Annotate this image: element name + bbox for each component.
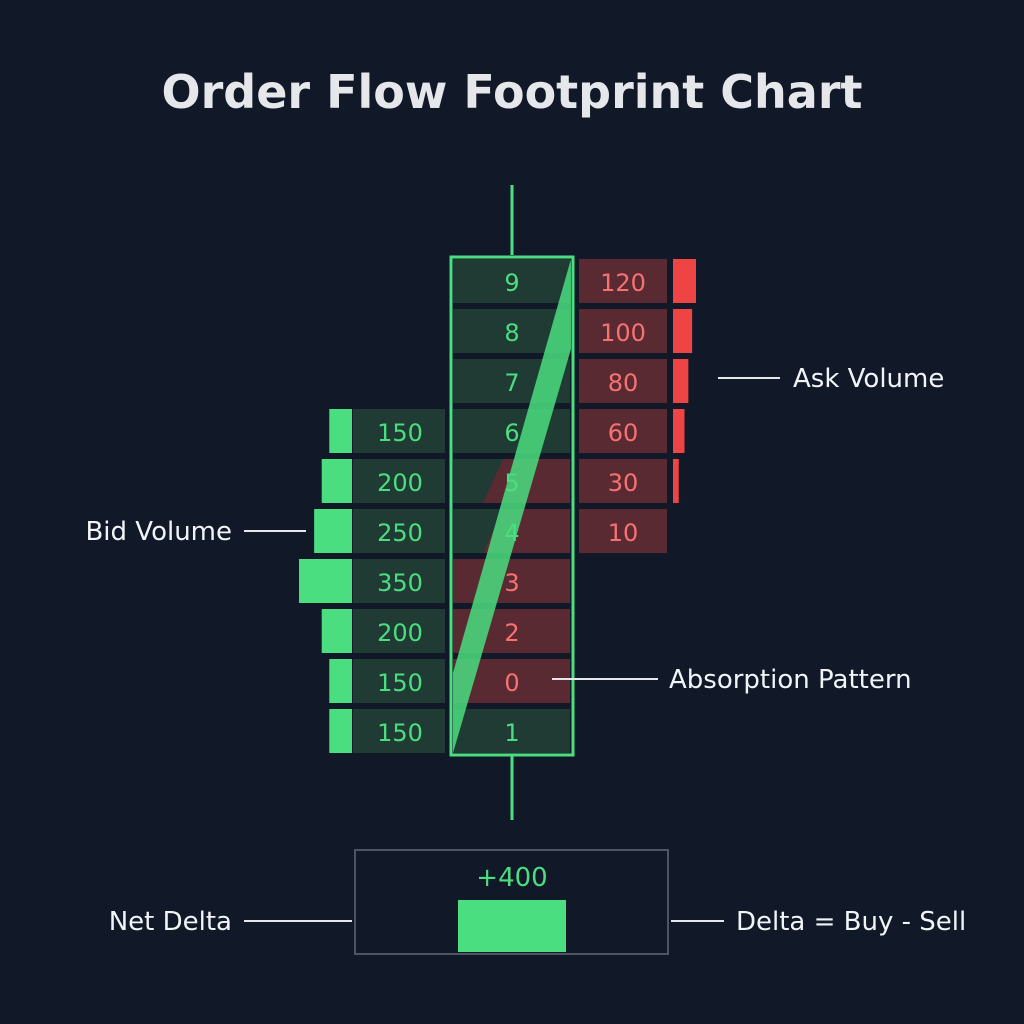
bid-volume-label: Bid Volume <box>85 517 232 547</box>
ask-volume-bar <box>673 309 693 353</box>
bid-volume-value: 150 <box>377 669 423 697</box>
bid-volume-value: 200 <box>377 469 423 497</box>
center-price-label: 1 <box>504 719 519 747</box>
ask-volume-bar <box>673 359 689 403</box>
bid-volume-value: 250 <box>377 519 423 547</box>
ask-volume-value: 60 <box>608 419 639 447</box>
bid-cell <box>353 709 445 753</box>
net-delta-label: Net Delta <box>109 907 232 937</box>
bid-volume-value: 150 <box>377 419 423 447</box>
net-delta-section: Net Delta +400 Delta = Buy - Sell <box>109 849 966 955</box>
ask-volume-value: 100 <box>600 319 646 347</box>
center-price-label: 2 <box>504 619 519 647</box>
bid-volume-value: 200 <box>377 619 423 647</box>
bid-cell <box>353 659 445 703</box>
ask-volume-annotation: Ask Volume <box>718 364 944 394</box>
chart-title: Order Flow Footprint Chart <box>161 65 862 119</box>
bid-cell <box>353 609 445 653</box>
bid-cell <box>353 509 445 553</box>
candle-body-outline <box>449 255 575 757</box>
bid-volume-bar <box>321 459 352 503</box>
ask-volume-bar <box>673 409 685 453</box>
center-price-label: 3 <box>504 569 519 597</box>
net-delta-bar <box>458 900 566 952</box>
delta-formula-label: Delta = Buy - Sell <box>736 907 966 937</box>
ask-cell <box>579 509 667 553</box>
bid-volume-bar <box>314 509 352 553</box>
net-delta-value: +400 <box>476 863 547 893</box>
ask-volume-value: 30 <box>608 469 639 497</box>
bid-cell <box>353 459 445 503</box>
center-cell <box>453 709 570 753</box>
center-price-label: 6 <box>504 419 519 447</box>
bid-cell <box>353 409 445 453</box>
bid-volume-bar <box>329 709 352 753</box>
ask-volume-value: 80 <box>608 369 639 397</box>
bid-volume-bar <box>329 409 352 453</box>
ask-cell <box>579 459 667 503</box>
ask-volume-value: 120 <box>600 269 646 297</box>
center-price-label: 0 <box>504 669 519 697</box>
ask-cell <box>579 309 667 353</box>
ask-volume-label: Ask Volume <box>793 364 944 394</box>
footprint-marks: 9120810078061506052003042501033502200015… <box>299 185 696 820</box>
net-delta-box <box>354 849 669 955</box>
bid-volume-value: 350 <box>377 569 423 597</box>
bid-volume-annotation: Bid Volume <box>85 517 306 547</box>
bid-volume-value: 150 <box>377 719 423 747</box>
ask-volume-value: 10 <box>608 519 639 547</box>
bid-volume-bar <box>321 609 352 653</box>
absorption-annotation: Absorption Pattern <box>552 665 912 695</box>
ask-volume-bar <box>673 459 679 503</box>
center-price-label: 7 <box>504 369 519 397</box>
bid-volume-bar <box>299 559 352 603</box>
center-cell <box>453 559 570 603</box>
ask-cell <box>579 409 667 453</box>
center-price-label: 8 <box>504 319 519 347</box>
ask-cell <box>579 259 667 303</box>
bid-cell <box>353 559 445 603</box>
absorption-diagonal <box>453 259 571 753</box>
bid-volume-bar <box>329 659 352 703</box>
ask-cell <box>579 359 667 403</box>
center-cell <box>453 259 570 303</box>
ask-volume-bar <box>673 259 696 303</box>
center-price-label: 9 <box>504 269 519 297</box>
absorption-label: Absorption Pattern <box>669 665 912 695</box>
